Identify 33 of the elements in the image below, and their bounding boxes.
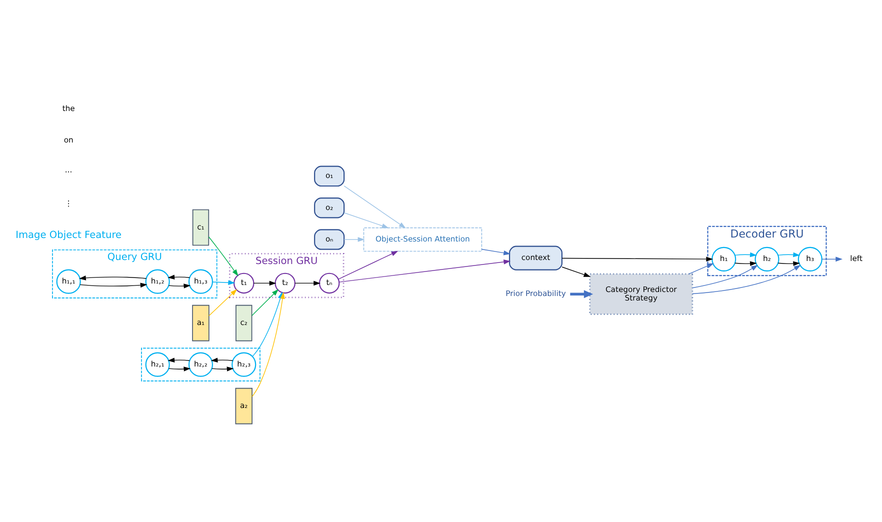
arrow bbox=[778, 260, 800, 266]
arrow bbox=[344, 236, 365, 242]
arrow bbox=[734, 252, 757, 257]
arrow bbox=[253, 280, 276, 286]
arrow bbox=[212, 366, 234, 371]
arrow bbox=[168, 283, 191, 288]
arrow bbox=[344, 185, 406, 228]
arrow bbox=[168, 274, 190, 280]
arrow bbox=[210, 357, 234, 362]
arrow bbox=[570, 290, 594, 298]
arrow bbox=[80, 282, 148, 288]
arrow bbox=[79, 275, 147, 280]
arrow bbox=[208, 236, 238, 276]
arrow bbox=[688, 262, 714, 274]
arrow bbox=[822, 256, 843, 262]
arrow bbox=[168, 366, 191, 371]
arrow bbox=[734, 260, 757, 266]
arrow bbox=[344, 212, 389, 228]
arrow bbox=[562, 256, 714, 261]
arrow bbox=[338, 259, 511, 282]
arrow bbox=[481, 248, 511, 255]
arrow bbox=[562, 266, 591, 276]
arrow bbox=[168, 357, 190, 362]
arrow bbox=[338, 250, 398, 280]
label: Image Object Feature bbox=[16, 230, 122, 241]
arrow bbox=[208, 288, 238, 316]
arrow bbox=[294, 280, 321, 286]
arrow bbox=[692, 264, 801, 294]
arrow bbox=[252, 288, 279, 316]
arrow bbox=[692, 264, 758, 288]
cluster bbox=[141, 347, 260, 381]
arrow bbox=[212, 280, 236, 285]
arrow bbox=[778, 252, 800, 257]
